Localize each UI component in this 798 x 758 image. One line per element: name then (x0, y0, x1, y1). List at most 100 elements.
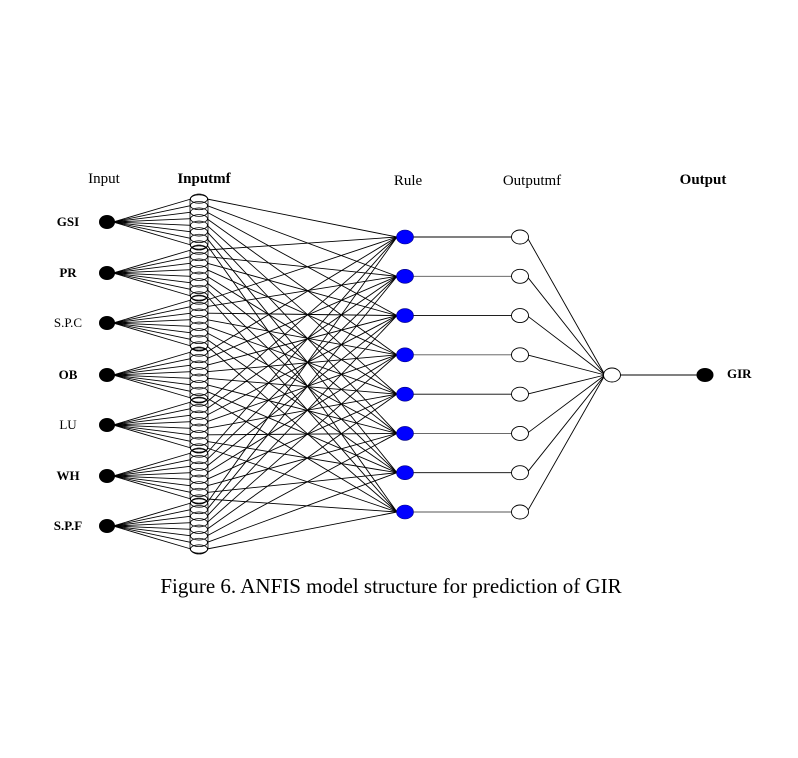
edge-inputmf-rule (206, 205, 398, 277)
edge-outputmf-sum (526, 236, 606, 376)
edge-input-inputmf (112, 424, 192, 442)
edge-inputmf-rule (206, 354, 398, 524)
edge-input-inputmf (112, 424, 192, 429)
inputmf-node (190, 423, 208, 433)
edge-inputmf-rule (206, 354, 398, 373)
edge-outputmf-sum (526, 374, 606, 395)
inputmf-group-outline (189, 396, 209, 454)
edge-inputmf-rule (206, 472, 398, 543)
outputmf-node (511, 308, 529, 324)
edge-inputmf-rule (206, 236, 398, 454)
inputmf-node (190, 511, 208, 521)
edge-input-inputmf (112, 221, 192, 226)
edge-input-inputmf (112, 312, 192, 324)
edge-input-inputmf (112, 299, 192, 324)
edge-inputmf-rule (206, 433, 398, 537)
edge-inputmf-rule (206, 511, 398, 550)
edge-inputmf-rule (206, 393, 398, 530)
edge-inputmf-rule (206, 315, 398, 467)
edge-input-inputmf (112, 211, 192, 223)
edge-input-inputmf (112, 465, 192, 477)
edge-input-inputmf (112, 472, 192, 477)
rule-node (396, 347, 414, 363)
edge-outputmf-sum (526, 354, 606, 376)
edge-outputmf-sum (526, 374, 606, 434)
inputmf-node (190, 461, 208, 471)
inputmf-node (190, 544, 208, 554)
edge-inputmf-rule (206, 315, 398, 416)
edge-input-inputmf (112, 408, 192, 426)
inputmf-node (190, 386, 208, 397)
inputmf-node (190, 360, 208, 370)
edge-input-inputmf (112, 515, 192, 527)
edge-outputmf-sum (526, 374, 606, 513)
inputmf-node (190, 220, 208, 230)
inputmf-node (190, 227, 208, 237)
input-node (99, 368, 115, 382)
edge-input-inputmf (112, 218, 192, 223)
edge-input-inputmf (112, 205, 192, 223)
inputmf-node (190, 373, 208, 383)
edge-input-inputmf (112, 262, 192, 274)
inputmf-node (190, 481, 208, 491)
input-label: LU (59, 417, 77, 432)
edge-inputmf-rule (206, 345, 398, 513)
edge-input-inputmf (112, 358, 192, 376)
inputmf-group-outline (189, 497, 209, 555)
inputmf-node (190, 334, 208, 345)
edge-input-inputmf (112, 306, 192, 324)
edge-inputmf-rule (206, 236, 398, 301)
sum-node-group (603, 367, 621, 383)
rule-node (396, 426, 414, 441)
edge-inputmf-rule (206, 432, 398, 487)
edge-input-inputmf (112, 364, 192, 376)
edge-inputmf-rule (206, 498, 398, 513)
edge-inputmf-rule (206, 432, 398, 436)
edge-inputmf-rule (206, 354, 398, 474)
inputmf-to-rule-edges (206, 198, 398, 550)
outputmf-node (511, 347, 529, 363)
rule-node (396, 504, 414, 520)
input-node (99, 215, 115, 229)
edge-input-inputmf (112, 322, 192, 334)
inputmf-node (190, 271, 208, 281)
edge-input-inputmf (112, 459, 192, 477)
edge-inputmf-rule (206, 319, 398, 356)
output-node-group (696, 368, 714, 382)
edge-inputmf-rule (206, 236, 398, 353)
edge-inputmf-rule (206, 393, 398, 429)
inputmf-node (190, 321, 208, 331)
input-node (99, 266, 115, 280)
sum-node (603, 367, 621, 383)
column-header-outputmf: Outputmf (502, 173, 562, 189)
edge-input-inputmf (112, 475, 192, 487)
edge-inputmf-rule (206, 391, 398, 474)
column-header-rule: Rule (393, 173, 423, 189)
column-header-output: Output (679, 172, 727, 188)
input-label: WH (56, 468, 80, 483)
output-node (696, 368, 714, 382)
inputmf-node (190, 436, 208, 447)
edge-input-inputmf (112, 509, 192, 527)
edge-input-inputmf (112, 452, 192, 477)
outputmf-nodes (511, 229, 529, 520)
edge-input-inputmf (112, 371, 192, 376)
edge-input-inputmf (112, 319, 192, 324)
edge-inputmf-rule (206, 440, 398, 474)
inputmf-node (190, 531, 208, 541)
rule-to-outputmf-edges (413, 236, 512, 513)
input-label: OB (58, 367, 78, 382)
input-label: GSI (56, 214, 80, 229)
inputmf-group-outline (189, 346, 209, 404)
edge-input-inputmf (112, 525, 192, 537)
edge-inputmf-rule (206, 275, 398, 359)
input-node (99, 519, 115, 533)
rule-node (396, 268, 414, 284)
edge-inputmf-rule (206, 332, 398, 434)
edge-input-inputmf (112, 269, 192, 274)
input-label: PR (59, 265, 77, 280)
inputmf-column (189, 193, 209, 555)
edge-inputmf-rule (206, 339, 398, 474)
edge-inputmf-rule (206, 275, 398, 308)
